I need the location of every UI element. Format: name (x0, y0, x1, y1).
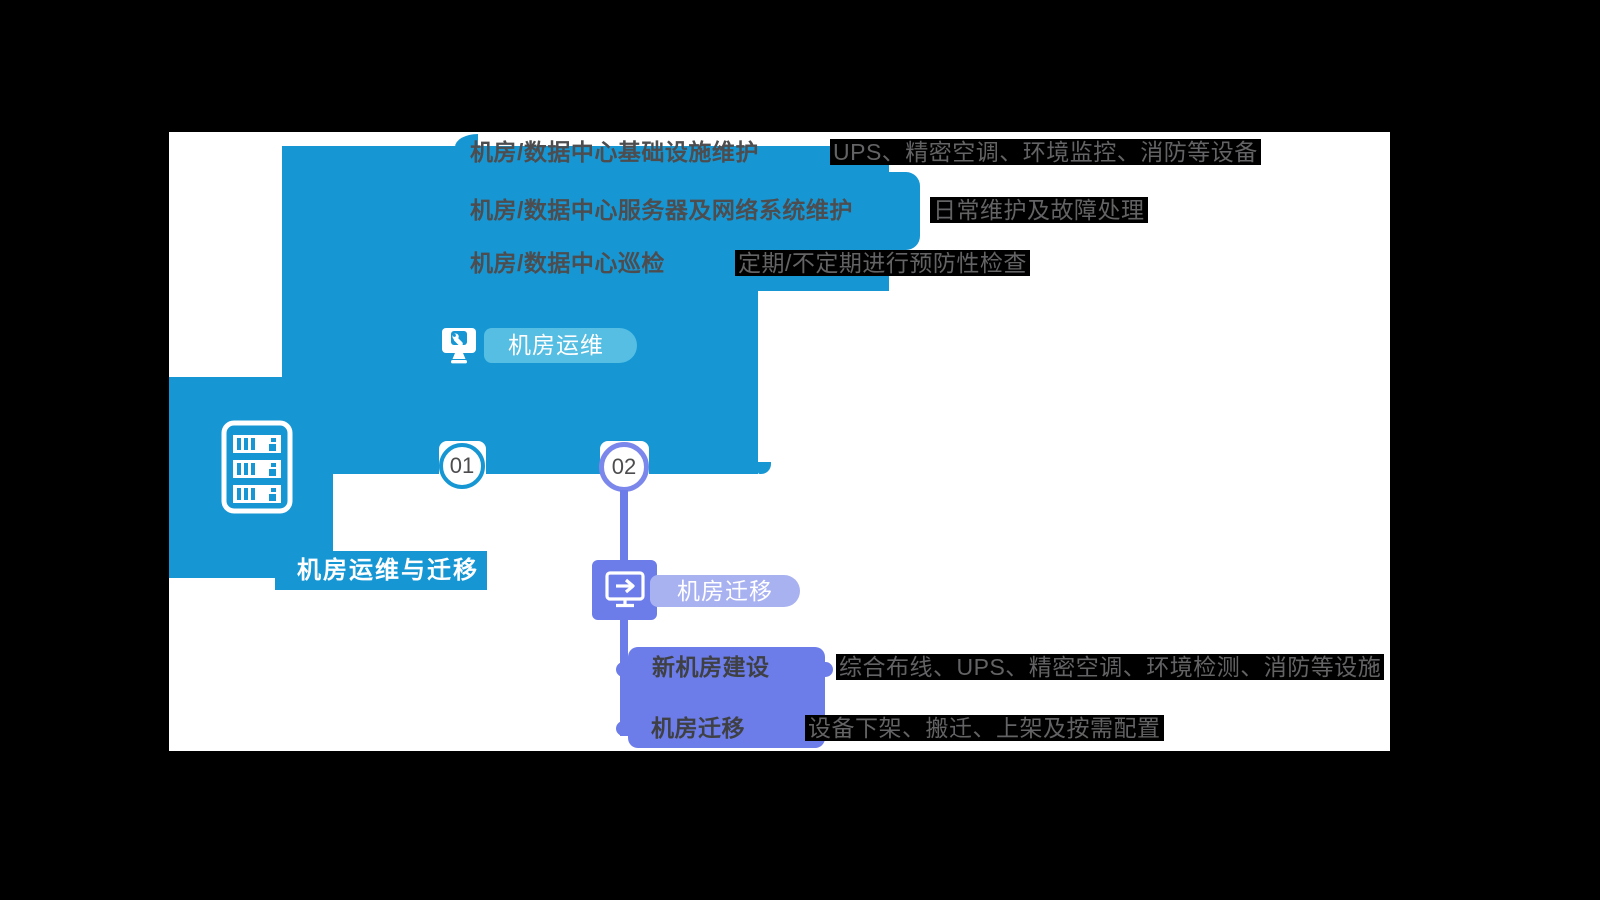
branch01-label: 机房运维 (508, 332, 604, 358)
branch01-block-corner-tab (758, 462, 771, 474)
connector-bottom (620, 618, 628, 736)
branch02-label: 机房迁移 (677, 578, 773, 604)
b02-item2-left-node (616, 721, 631, 736)
step-02-circle: 02 (599, 442, 649, 492)
server-rack-icon (221, 420, 293, 514)
root-title-band: 机房运维与迁移 (275, 551, 487, 590)
step-01-circle: 01 (439, 443, 485, 489)
b02-item2-title: 机房迁移 (651, 715, 745, 741)
b01-item1-desc: UPS、精密空调、环境监控、消防等设备 (830, 139, 1261, 165)
branch01-block-narrow (282, 291, 758, 474)
b02-item1-right-node (818, 662, 833, 677)
b01-item1-title: 机房/数据中心基础设施维护 (470, 139, 759, 165)
root-title: 机房运维与迁移 (297, 557, 479, 584)
branch02-icon-box (592, 560, 657, 620)
b02-item1-left-node (616, 662, 631, 677)
b02-item2-desc: 设备下架、搬迁、上架及按需配置 (805, 715, 1164, 741)
b01-item3-title: 机房/数据中心巡检 (470, 250, 665, 276)
b01-item2-title: 机房/数据中心服务器及网络系统维护 (470, 197, 853, 223)
monitor-arrow-icon (604, 571, 645, 608)
step-02-number: 02 (611, 454, 637, 479)
b01-item2-desc: 日常维护及故障处理 (930, 197, 1148, 223)
monitor-wrench-icon (442, 328, 476, 364)
branch02-pill: 机房迁移 (650, 575, 800, 607)
branch01-pill: 机房运维 (484, 328, 637, 363)
connector-top (620, 490, 628, 562)
b02-item1-title: 新机房建设 (652, 654, 770, 680)
step-01-number: 01 (449, 453, 475, 478)
branch01-block-extension (840, 172, 920, 250)
branch01-block-top-curl (455, 134, 478, 147)
b02-item1-desc: 综合布线、UPS、精密空调、环境检测、消防等设施 (836, 654, 1385, 680)
branch02-block (628, 647, 825, 748)
b01-item3-desc: 定期/不定期进行预防性检查 (735, 250, 1030, 276)
